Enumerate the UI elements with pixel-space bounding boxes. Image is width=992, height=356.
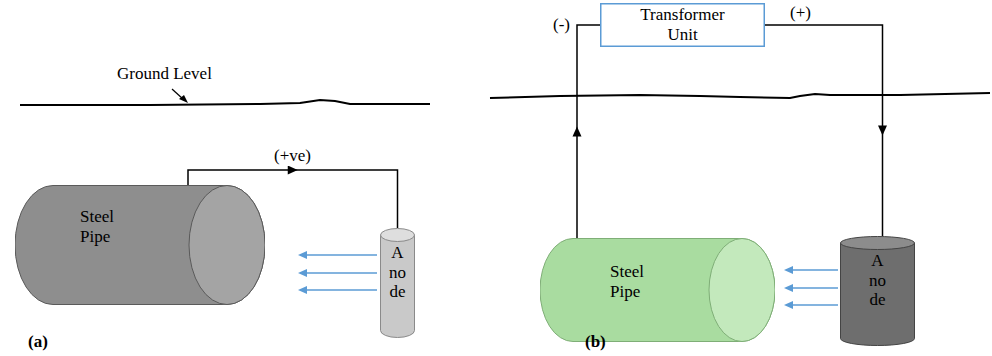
terminal-label: (+ve) bbox=[273, 146, 312, 166]
transformer-unit: Transformer Unit bbox=[600, 3, 765, 47]
terminal-label: (+) bbox=[789, 3, 812, 23]
vertical-label: Anode bbox=[869, 251, 886, 310]
node-label: Steel Pipe bbox=[610, 262, 644, 301]
steel-pipe: Steel Pipe bbox=[540, 238, 775, 342]
cylinder-body bbox=[540, 239, 775, 342]
cylinder-face bbox=[189, 186, 265, 305]
wire-connector bbox=[573, 25, 601, 238]
anode: Anode bbox=[840, 236, 915, 346]
wire-line bbox=[765, 25, 883, 236]
vertical-label: Anode bbox=[389, 243, 406, 302]
cylinder-body bbox=[381, 235, 415, 338]
panel-label: (a) bbox=[28, 332, 48, 352]
box-outline bbox=[601, 4, 765, 47]
wire-connector bbox=[765, 25, 887, 236]
leader-arrowhead bbox=[179, 95, 188, 103]
node-label: Steel Pipe bbox=[80, 207, 114, 246]
wire-arrowhead bbox=[878, 126, 887, 136]
cylinder-body bbox=[841, 243, 915, 346]
cylinder-top bbox=[381, 229, 415, 242]
steel-pipe-shape bbox=[540, 238, 775, 342]
panel-label: (b) bbox=[585, 332, 606, 352]
wire-arrowhead bbox=[288, 166, 298, 175]
cylinder-body bbox=[15, 186, 265, 305]
ground-line bbox=[20, 100, 430, 105]
terminal-label: (-) bbox=[552, 15, 571, 35]
ground-line bbox=[490, 93, 990, 98]
cylinder-top bbox=[841, 237, 915, 250]
ground-level-label: Ground Level bbox=[117, 64, 212, 84]
steel-pipe: Steel Pipe bbox=[15, 185, 265, 305]
cylinder-face bbox=[709, 239, 775, 342]
wire-arrowhead bbox=[573, 127, 582, 137]
node-label: Transformer Unit bbox=[640, 5, 724, 44]
wire-line bbox=[577, 25, 600, 238]
steel-pipe-shape bbox=[15, 185, 265, 305]
anode: Anode bbox=[380, 228, 415, 338]
